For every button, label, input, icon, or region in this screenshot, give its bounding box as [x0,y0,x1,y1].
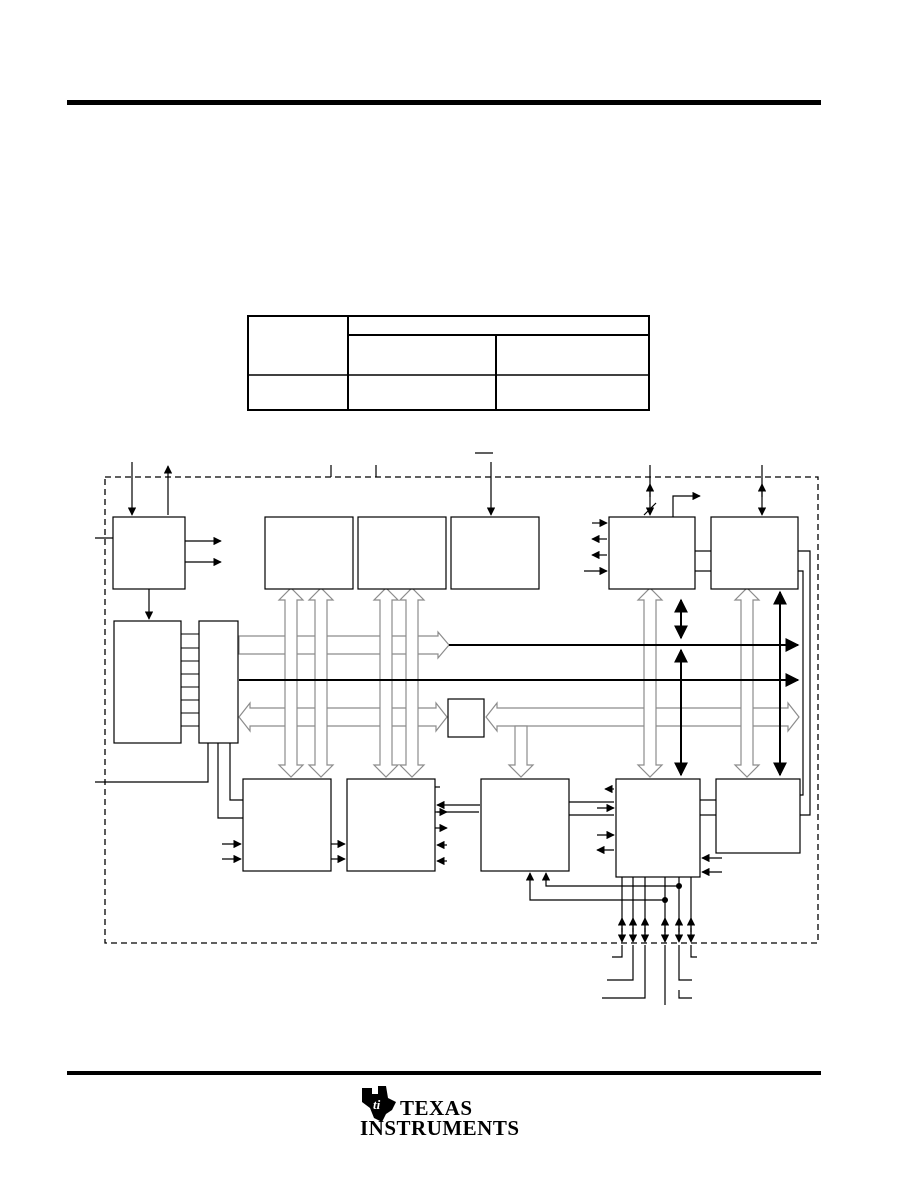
block-bottom-2 [346,778,436,872]
internal-buses [238,587,800,778]
block-memory-1 [264,516,354,590]
vbus-2 [307,587,335,778]
vbus-3 [372,587,400,778]
block-cpu-if [198,620,239,744]
logo-line-texas: TEXAS [400,1096,473,1120]
block-memory-2 [357,516,447,590]
texas-instruments-logo: ti TEXAS INSTRUMENTS [356,1084,526,1144]
junction-dot [676,883,682,889]
block-clock [112,516,186,590]
block-bottom-4 [615,778,701,878]
vbus-6 [733,587,761,778]
block-port-top-1 [608,516,696,590]
block-bottom-1 [242,778,332,872]
block-bottom-3 [480,778,570,872]
block-small [447,698,485,738]
block-cpu [113,620,182,744]
block-bottom-5 [715,778,801,854]
junction-dot [662,897,668,903]
block-port-top-2 [710,516,799,590]
signal-lines [95,452,811,1005]
device-boundary [104,476,819,944]
functional-block-diagram [95,452,819,1005]
blocks [112,516,801,878]
logo-line-instruments: INSTRUMENTS [360,1116,520,1140]
block-memory-3 [450,516,540,590]
vbus-5 [636,587,664,778]
svg-text:ti: ti [373,1097,381,1112]
bus-main-right [485,701,800,733]
header-rule [67,100,821,105]
spec-table-grid [247,315,650,411]
spec-table [247,315,650,411]
vbus-7 [507,725,535,778]
vbus-4 [398,587,426,778]
footer-rule [67,1071,821,1075]
ti-state-icon: ti [362,1086,396,1122]
vbus-1 [277,587,305,778]
